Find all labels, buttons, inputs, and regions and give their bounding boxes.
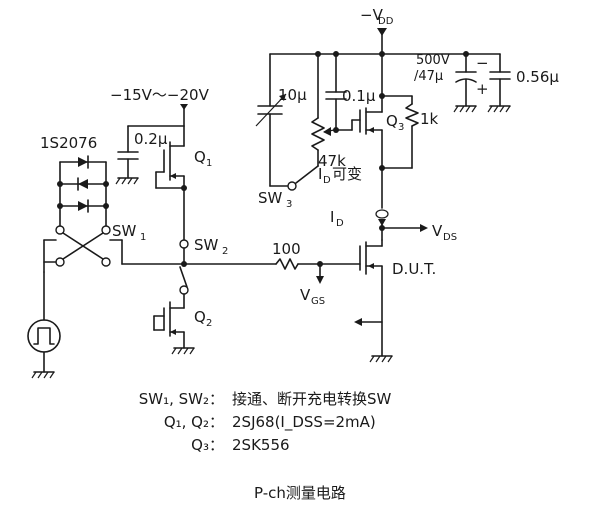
diode-bridge: 1S2076 [40,134,109,227]
q3-label: Q [386,112,398,130]
cap-056u-label: 0.56μ [516,68,559,86]
note-row: Q₁, Q₂： 2SJ68(I_DSS=2mA) [60,411,420,434]
note-row: Q₃： 2SK556 [60,434,420,457]
q2-transistor: Q 2 [153,293,212,349]
note-lhs: SW₁, SW₂： [138,390,224,408]
svg-text:D: D [323,175,331,186]
svg-text:Q: Q [194,308,206,326]
q3-label-sub: 3 [398,122,404,133]
vgs-output: V GS [300,263,325,307]
note-row: SW₁, SW₂： 接通、断开充电转换SW [60,388,420,411]
supply-label: −15V～−20V [110,86,210,104]
svg-text:GS: GS [311,296,325,307]
svg-text:1: 1 [140,232,146,243]
svg-text:DS: DS [443,232,457,243]
resistor-1k-label: 1k [420,110,439,128]
pot-47k-label: 47k [318,152,346,170]
id-label: I D [330,208,344,229]
svg-text:D.U.T.: D.U.T. [392,260,436,278]
capacitor-056u: 0.56μ [489,53,559,107]
note-lhs: Q₁, Q₂： [163,413,224,431]
sw3-label: SW [258,189,283,207]
svg-text:V: V [300,286,311,304]
sw1-switch: SW 1 [43,222,185,273]
capacitor-02u: 0.2μ [117,125,168,179]
svg-text:V: V [432,222,443,240]
cap-01u-label: 0.1μ [342,87,376,105]
note-rhs: 2SK556 [232,436,290,454]
component-notes: SW₁, SW₂： 接通、断开充电转换SW Q₁, Q₂： 2SJ68(I_DS… [60,388,420,457]
supply-terminal [180,104,188,127]
svg-text:1S2076: 1S2076 [40,134,97,152]
capacitor-01u: 0.1μ [325,53,376,133]
figure-caption: P-ch测量电路 [254,484,346,502]
note-rhs: 接通、断开充电转换SW [232,390,392,408]
cap-47u-voltage: 500V [416,53,450,68]
svg-text:100: 100 [272,240,301,258]
ground-q2 [171,347,195,355]
sw2-switch: SW 2 [179,236,228,295]
svg-text:−15V～−20V: −15V～−20V [110,86,210,104]
svg-text:2: 2 [206,318,212,329]
svg-text:SW: SW [112,222,137,240]
svg-text:SW: SW [194,236,219,254]
vdd-label-sub: DD [378,16,394,27]
vdd-label: −V [360,6,384,24]
ground-dut [369,355,393,363]
pulse-generator [27,271,61,373]
cap-47u-plus: + [476,80,489,98]
svg-text:I: I [318,165,322,183]
svg-text:0.2μ: 0.2μ [134,130,168,148]
capacitor-47u: − + 500V /47μ [414,53,489,107]
source-current-arrow [354,318,383,326]
ground-cap-47u [453,105,477,113]
cap-10u-label: 10μ [278,86,307,104]
ground-pulse [31,371,55,379]
ground-cap-02u [115,177,139,185]
ground-cap-056u [487,105,511,113]
vdd-terminal: −V DD [360,6,394,57]
id-adjust-label: I D 可变 [318,165,362,186]
svg-text:2: 2 [222,246,228,257]
note-lhs: Q₃： [191,436,224,454]
resistor-1k: 1k [381,95,439,169]
vds-output: V DS [381,222,457,243]
gate-resistor-100: 100 [183,240,361,270]
cap-47u-value: /47μ [414,69,443,84]
q3-transistor: Q 3 [351,53,404,169]
potentiometer-47k: 47k [311,53,353,170]
svg-text:1: 1 [206,158,212,169]
cap-47u-minus: − [476,54,489,72]
svg-text:D: D [336,218,344,229]
sw3-switch: SW 3 [258,165,319,210]
dut-transistor: D.U.T. [359,239,436,357]
svg-text:可变: 可变 [332,165,362,183]
sw3-label-sub: 3 [286,199,292,210]
note-rhs: 2SJ68(I_DSS=2mA) [232,413,376,431]
capacitor-10u: 10μ [255,53,307,187]
svg-text:I: I [330,208,334,226]
svg-text:Q: Q [194,148,206,166]
